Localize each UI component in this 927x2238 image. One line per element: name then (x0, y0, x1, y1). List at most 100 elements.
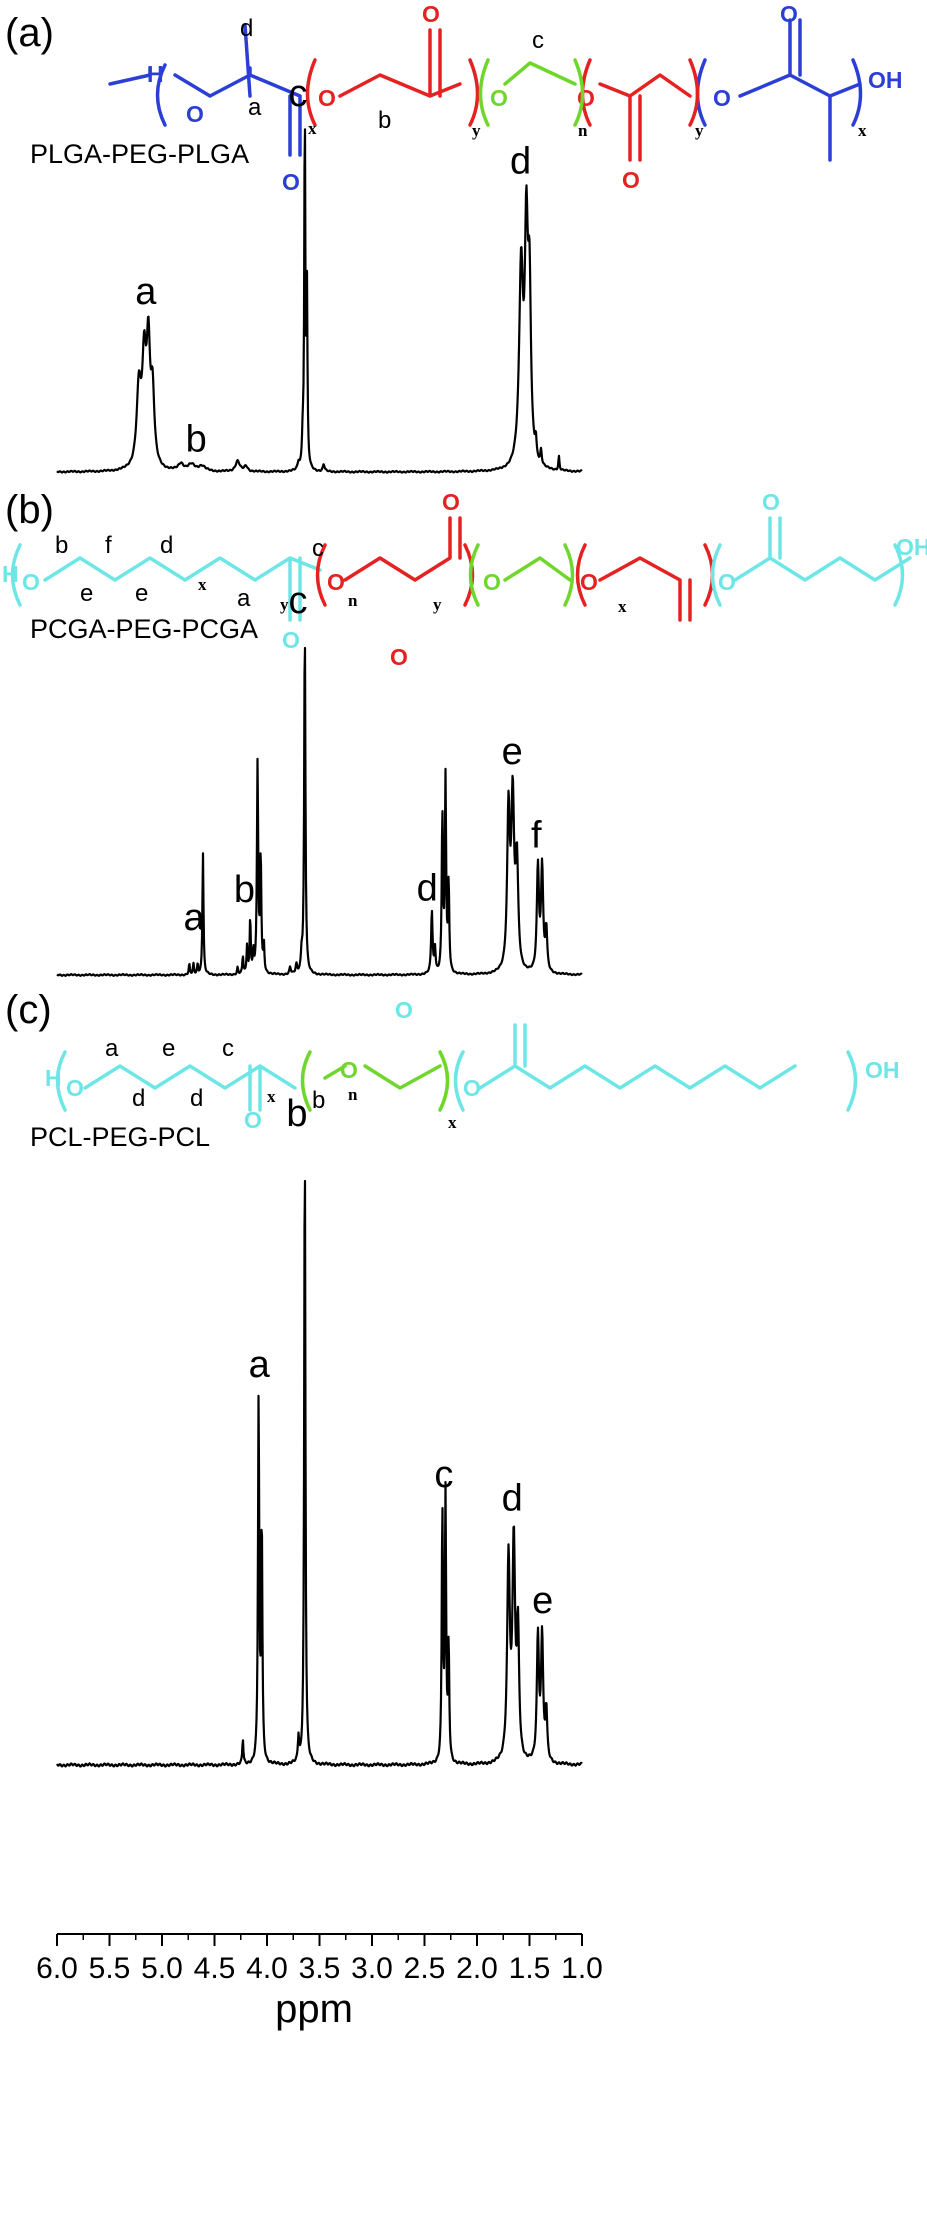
panel-b-sample-name: PCGA-PEG-PCGA (30, 614, 258, 644)
peak-label-1-0: a (184, 897, 206, 939)
peg-paren (478, 58, 585, 127)
pga-b-bonds-left (343, 516, 462, 582)
panel-c-sample-name: PCL-PEG-PCL (30, 1122, 210, 1152)
panel-b: (b) H O O O O O O O O O OH (2, 488, 927, 977)
peak-label-1-4: e (502, 731, 523, 773)
struct-a-label-1: a (248, 94, 262, 121)
struct-c-sub-2: x (448, 1113, 457, 1132)
atom-o-b-1: O (22, 569, 40, 595)
struct-b-label-1: f (105, 532, 112, 559)
panel-c-spectrum-trace (56, 1179, 583, 1768)
struct-a-label-2: b (378, 107, 391, 134)
x-tick-label-7: 2.5 (404, 1952, 446, 1985)
peak-label-0-1: b (186, 418, 207, 460)
panel-a-peak-labels: a b c d (135, 73, 531, 460)
x-tick-label-2: 5.0 (141, 1952, 183, 1985)
atom-o-c1: O (490, 85, 508, 111)
atom-oh-a: OH (868, 67, 903, 93)
pcl-c-paren-left (55, 1050, 67, 1112)
atom-o-c-2: O (244, 1107, 262, 1133)
struct-b-label-2: d (160, 532, 173, 559)
struct-a-sub-1: y (472, 121, 481, 140)
atom-o-c-4: O (463, 1075, 481, 1101)
atom-o-b2: O (422, 1, 440, 27)
peg-c-paren (300, 1050, 450, 1112)
pga-b-paren-left (315, 543, 475, 607)
x-tick-label-5: 3.5 (299, 1952, 341, 1985)
struct-b-sub-3: y (433, 595, 442, 614)
x-tick-label-10: 1.0 (561, 1952, 603, 1985)
atom-h-c: H (45, 1065, 62, 1091)
peak-label-2-1: b (286, 1093, 307, 1135)
panel-b-spectrum-trace (56, 646, 583, 977)
peg-c-bonds (323, 1064, 442, 1090)
atom-o-a2: O (282, 169, 300, 195)
panel-b-structure: H O O O O O O O O O OH b f d (2, 489, 927, 670)
pga-paren-left (305, 58, 480, 127)
struct-b-sub-0: x (198, 575, 207, 594)
peak-label-1-1: b (234, 869, 255, 911)
panel-a-structure: H O O O O OH O O O O O d a b c (108, 1, 903, 195)
pcl-bonds-left (43, 556, 322, 622)
atom-h-a: H (147, 61, 164, 87)
panel-a-spectrum-trace (56, 128, 583, 474)
struct-b-label-5: a (237, 585, 251, 612)
panel-c: (c) H O O O O O OH a e c d d b x n x PCL… (5, 988, 900, 1768)
atom-o-c-1: O (66, 1075, 84, 1101)
struct-c-label-5: b (312, 1087, 325, 1114)
struct-c-label-4: d (190, 1085, 203, 1112)
x-tick-label-9: 1.5 (509, 1952, 551, 1985)
pla-bonds-left (108, 23, 302, 157)
x-tick-label-1: 5.5 (89, 1952, 131, 1985)
x-tick-label-0: 6.0 (36, 1952, 78, 1985)
struct-b-label-6: c (312, 535, 324, 562)
panel-c-letter: (c) (5, 988, 52, 1032)
atom-o-a3: O (780, 1, 798, 27)
panel-b-letter: (b) (5, 488, 54, 532)
peg-bonds (503, 61, 577, 86)
panel-a-letter: (a) (5, 11, 54, 55)
atom-o-a1: O (186, 101, 204, 127)
atom-o-b-3: O (327, 569, 345, 595)
panel-a-sample-name: PLGA-PEG-PLGA (30, 139, 249, 169)
peak-label-0-2: c (289, 73, 308, 115)
struct-a-sub-4: x (858, 121, 867, 140)
atom-o-b-5: O (580, 569, 598, 595)
struct-a-sub-3: y (695, 121, 704, 140)
struct-b-sub-4: x (618, 597, 627, 616)
peak-label-1-3: d (417, 868, 438, 910)
atom-o-b-4: O (442, 489, 460, 515)
atom-o-b-9: O (762, 489, 780, 515)
struct-a-label-0: d (240, 15, 253, 42)
atom-o-b1: O (318, 85, 336, 111)
pcl-c-bonds-right (478, 1023, 797, 1090)
atom-o-b-6: O (390, 644, 408, 670)
peak-label-0-3: d (510, 141, 531, 183)
peak-label-2-2: c (434, 1454, 453, 1496)
pcl-bonds-right (733, 516, 912, 582)
struct-b-label-3: e (80, 580, 93, 607)
atom-o-c-3: O (340, 1057, 358, 1083)
struct-b-label-4: e (135, 580, 148, 607)
peak-label-2-0: a (249, 1344, 271, 1386)
pcl-c-paren-right (453, 1050, 858, 1112)
struct-a-sub-2: n (578, 121, 588, 140)
peg-b-paren (468, 543, 575, 607)
atom-oh-c: OH (865, 1057, 900, 1083)
atom-o-b-2: O (282, 627, 300, 653)
atom-o-c-5: O (395, 997, 413, 1023)
peak-label-0-0: a (135, 271, 157, 313)
atom-o-b-7: O (483, 569, 501, 595)
peak-label-1-5: f (531, 815, 542, 857)
struct-b-sub-2: n (348, 591, 358, 610)
peak-label-2-3: d (502, 1478, 523, 1520)
x-tick-label-4: 4.0 (246, 1952, 288, 1985)
struct-c-sub-1: n (348, 1085, 358, 1104)
peg-b-bonds (503, 556, 572, 582)
struct-a-sub-0: x (308, 119, 317, 138)
pga-bonds-right (598, 73, 692, 162)
